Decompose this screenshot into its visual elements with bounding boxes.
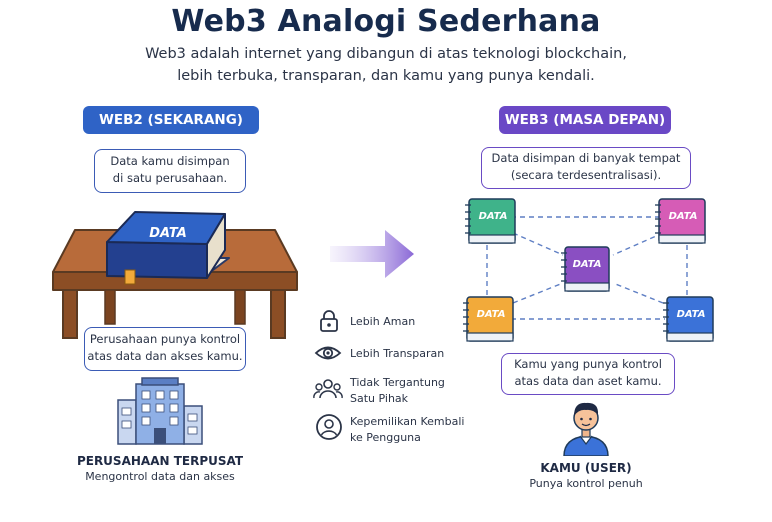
table-with-book-illustration: DATA	[52, 211, 298, 339]
eye-icon	[314, 346, 342, 360]
book-label-orange: DATA	[477, 309, 506, 320]
feature-label-4-line-2: ke Pengguna	[350, 431, 421, 444]
data-book-green	[465, 198, 516, 244]
data-book-blue	[663, 296, 714, 342]
web3-bottom-note-line-1: Kamu yang punya kontrol	[514, 357, 662, 371]
user-circle-icon	[316, 414, 342, 440]
web2-bottom-note: Perusahaan punya kontrol atas data dan a…	[84, 327, 246, 371]
book-label-pink: DATA	[669, 211, 698, 222]
web3-top-note-line-2: (secara terdesentralisasi).	[510, 168, 662, 182]
feature-label-3-line-2: Satu Pihak	[350, 392, 409, 405]
page-title: Web3 Analogi Sederhana	[171, 4, 601, 39]
data-book-orange	[463, 296, 514, 342]
people-icon	[313, 379, 343, 399]
web2-top-note: Data kamu disimpan di satu perusahaan.	[94, 149, 246, 193]
subtitle-line-1: Web3 adalah internet yang dibangun di at…	[145, 46, 627, 62]
web2-top-note-line-2: di satu perusahaan.	[112, 171, 228, 185]
feature-label-1: Lebih Aman	[350, 315, 416, 328]
data-book-purple	[561, 246, 610, 292]
web3-top-note-line-1: Data disimpan di banyak tempat	[491, 151, 681, 165]
feature-label-3: Tidak Tergantung Satu Pihak	[350, 375, 445, 407]
network-connections	[486, 216, 688, 320]
data-book-pink	[655, 198, 706, 244]
subtitle-line-2: lebih terbuka, transparan, dan kamu yang…	[177, 68, 595, 84]
web3-caption-title: KAMU (USER)	[540, 461, 632, 475]
book-label-purple: DATA	[573, 259, 602, 270]
web2-badge: WEB2 (SEKARANG)	[83, 106, 259, 134]
web2-bottom-note-line-2: atas data dan akses kamu.	[87, 349, 243, 363]
building-icon	[117, 377, 203, 445]
web2-book-label: DATA	[149, 226, 187, 241]
book-label-green: DATA	[479, 211, 508, 222]
web2-bottom-note-line-1: Perusahaan punya kontrol	[89, 332, 241, 346]
feature-label-3-line-1: Tidak Tergantung	[350, 376, 445, 389]
book-label-blue: DATA	[677, 309, 706, 320]
web3-badge: WEB3 (MASA DEPAN)	[499, 106, 671, 134]
web3-bottom-note: Kamu yang punya kontrol atas data dan as…	[501, 353, 675, 395]
decentralized-network-diagram: DATA DATA DATA DATA DATA	[463, 198, 714, 342]
web3-caption-sub: Punya kontrol penuh	[529, 477, 643, 490]
user-avatar-icon	[563, 402, 609, 456]
book-icon	[106, 211, 230, 285]
web3-top-note: Data disimpan di banyak tempat (secara t…	[481, 147, 691, 189]
web2-top-note-line-1: Data kamu disimpan	[110, 154, 230, 168]
feature-label-4: Kepemilikan Kembali ke Pengguna	[350, 414, 464, 446]
feature-label-4-line-1: Kepemilikan Kembali	[350, 415, 465, 428]
web2-caption-title: PERUSAHAAN TERPUSAT	[76, 454, 244, 468]
web2-caption-sub: Mengontrol data dan akses	[85, 470, 235, 483]
feature-label-2: Lebih Transparan	[350, 347, 445, 360]
transition-arrow-icon	[330, 230, 414, 278]
web3-bottom-note-line-2: atas data dan aset kamu.	[514, 374, 662, 388]
lock-icon	[320, 310, 338, 332]
